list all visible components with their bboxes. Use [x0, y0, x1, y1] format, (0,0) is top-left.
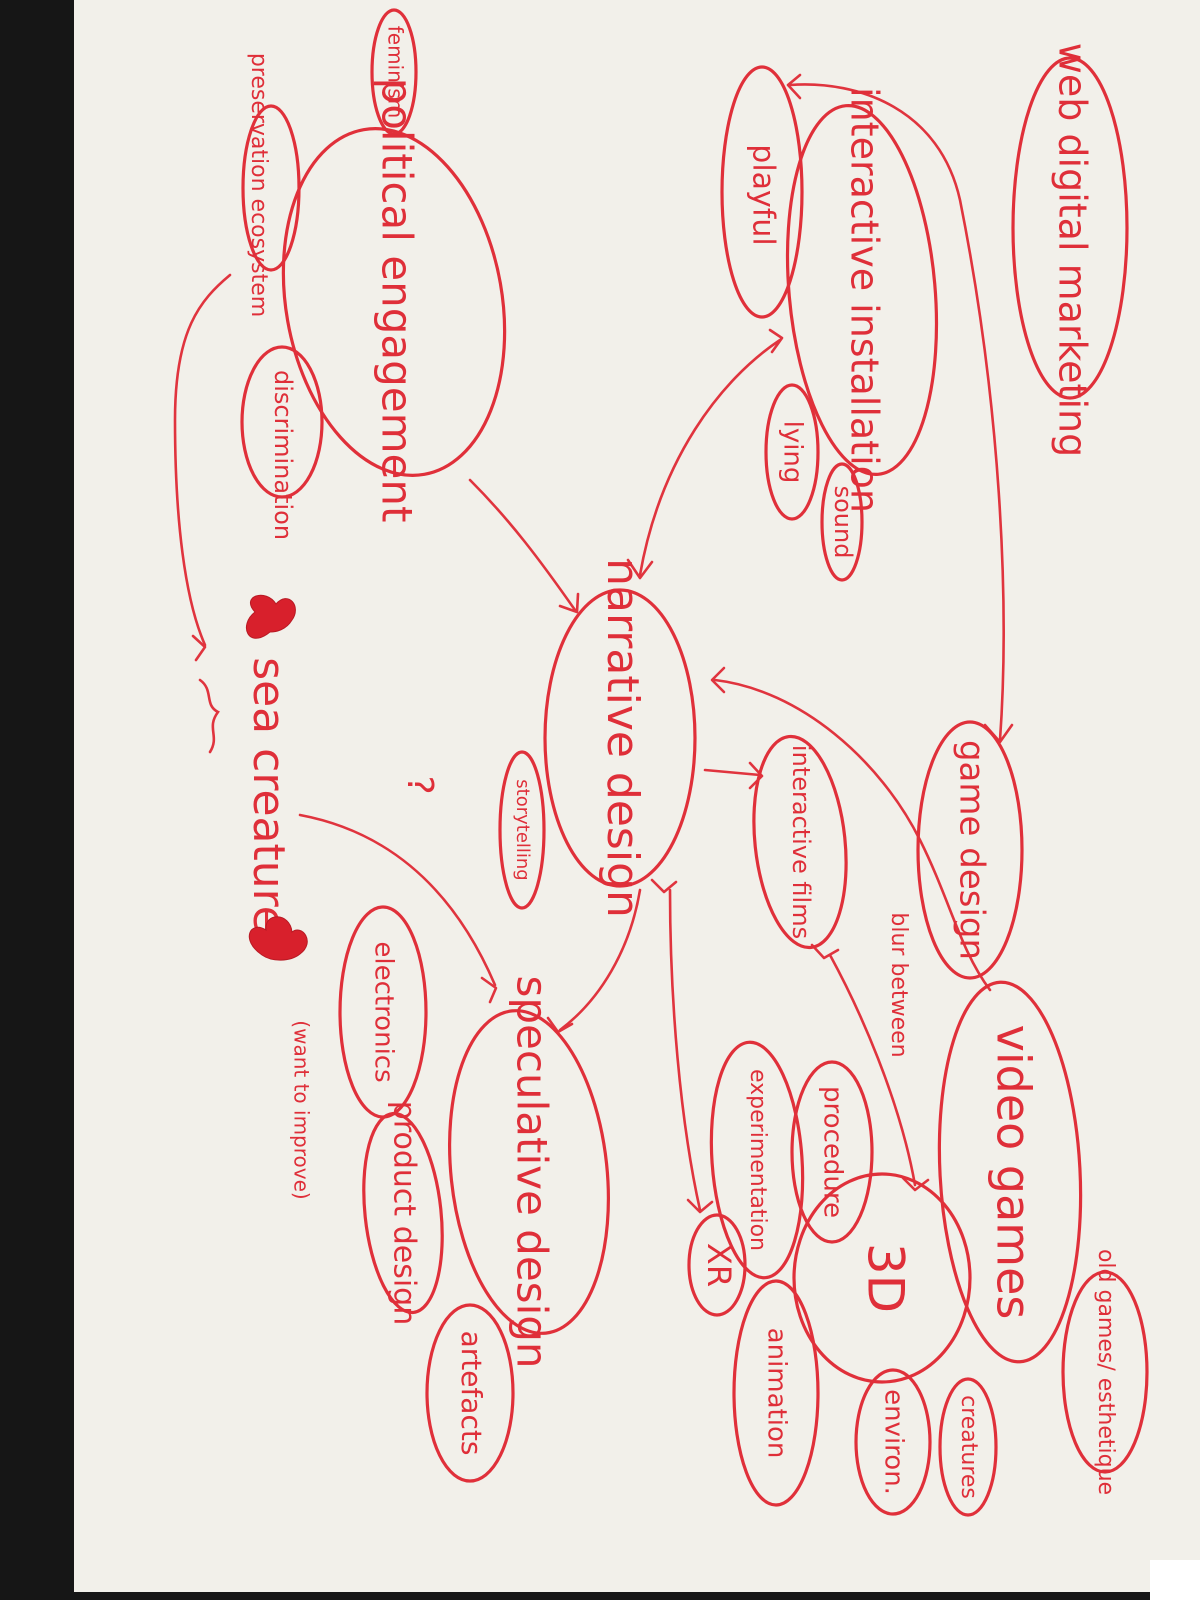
paper-corner	[1150, 1560, 1200, 1600]
label-want-to-improve: (want to improve)	[290, 1020, 314, 1199]
node-procedure-outline	[790, 1060, 874, 1244]
node-labels: web digital marketing interactive instal…	[243, 26, 1118, 1499]
connector-interactive-films-3d	[828, 953, 917, 1187]
node-3d-outline	[792, 1172, 972, 1384]
node-sound-outline	[820, 462, 864, 582]
label-web-marketing: web digital marketing	[1051, 43, 1095, 457]
label-animation: animation	[762, 1328, 792, 1459]
label-old-games-aesthetics: old games/ esthetique	[1093, 1249, 1118, 1495]
label-artefacts: artefacts	[455, 1331, 488, 1456]
label-question: ?	[399, 775, 440, 794]
hearts	[198, 594, 308, 961]
label-speculative-design: speculative design	[508, 975, 557, 1368]
label-video-games: video games	[987, 1025, 1041, 1320]
connector-narrative-speculative	[558, 888, 642, 1032]
label-feminism: feminism	[384, 26, 408, 119]
node-narrative-outline	[543, 588, 697, 888]
label-product-design: product design	[387, 1101, 422, 1325]
connector-narrative-video-games	[713, 678, 992, 992]
label-3d: 3D	[857, 1243, 915, 1313]
label-lying: lying	[778, 421, 808, 484]
label-narrative-design: narrative design	[597, 558, 648, 918]
node-video-games-outline	[937, 980, 1083, 1364]
scribble-mark	[198, 678, 220, 754]
node-speculative-outline	[448, 1009, 610, 1335]
label-discrimination: discrimination	[269, 370, 297, 540]
label-storytelling: storytelling	[512, 779, 533, 880]
label-interactive-installation: interactive installation	[843, 87, 887, 513]
node-preservation-outline	[241, 104, 301, 272]
connector-narrative-xr	[668, 888, 702, 1212]
node-political-outline	[281, 127, 507, 477]
label-xr: XR	[700, 1243, 738, 1287]
arrowheads	[191, 73, 1014, 1214]
label-procedure: procedure	[818, 1086, 848, 1218]
node-web-marketing-outline	[1011, 56, 1129, 400]
label-sound: sound	[829, 486, 857, 559]
connector-narrative-interactive-films	[703, 768, 762, 777]
label-electronics: electronics	[369, 941, 399, 1082]
connector-game-design-interactive-installation	[788, 83, 1005, 742]
node-playful-outline	[720, 65, 804, 319]
label-environ: environ.	[879, 1389, 909, 1495]
connectors	[173, 83, 1005, 1212]
label-experimentation: experimentation	[745, 1069, 770, 1251]
label-preservation-ecosystem: preservation ecosystem	[246, 53, 271, 317]
label-political-engagement: political engagement	[373, 78, 422, 523]
heart-icon	[245, 594, 296, 639]
label-playful: playful	[746, 144, 781, 245]
connector-question-speculative	[298, 813, 497, 987]
heart-icon	[248, 916, 308, 961]
label-creatures: creatures	[956, 1395, 981, 1499]
connector-preservation-sea	[173, 273, 232, 647]
node-storytelling-outline	[498, 750, 546, 910]
node-outlines	[240, 8, 1149, 1517]
node-product-design-outline	[362, 1111, 444, 1315]
node-animation-outline	[732, 1279, 820, 1507]
label-blur-between: blur between	[886, 912, 911, 1057]
node-artefacts-outline	[425, 1303, 515, 1483]
label-interactive-films: interactive films	[787, 745, 815, 939]
node-experimentation-outline	[709, 1040, 805, 1280]
node-interactive-installation-outline	[785, 103, 939, 477]
label-game-design: game design	[952, 740, 992, 960]
connector-interactive-installation-narrative	[638, 338, 782, 577]
node-game-design-outline	[916, 720, 1024, 980]
node-interactive-films-outline	[752, 734, 848, 950]
node-old-games-outline	[1061, 1270, 1149, 1474]
node-xr-outline	[687, 1213, 747, 1317]
node-feminism-outline	[370, 8, 418, 136]
node-creatures-outline	[938, 1377, 998, 1517]
node-environ-outline	[854, 1368, 932, 1516]
node-lying-outline	[764, 383, 820, 521]
node-discrimination-outline	[240, 345, 324, 499]
label-sea-creature: sea creature	[243, 657, 294, 933]
connector-political-narrative	[468, 478, 577, 612]
